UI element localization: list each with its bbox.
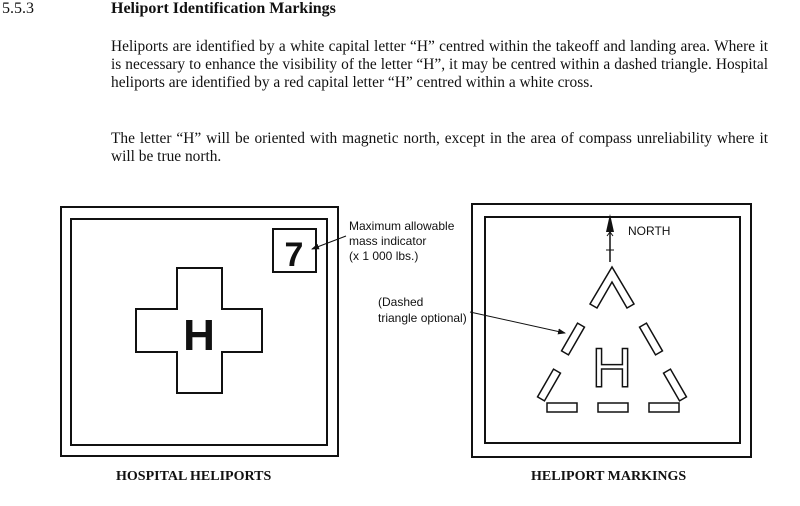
hospital-outer-frame	[60, 206, 339, 457]
dashed-triangle-label-line2: triangle optional)	[378, 311, 467, 325]
triangle-dash-base-left	[546, 402, 578, 413]
mass-indicator-box	[272, 228, 317, 273]
triangle-dash-left-upper	[560, 322, 586, 356]
triangle-dash-right-lower	[662, 368, 688, 402]
dashed-triangle-label-line1: (Dashed	[378, 295, 423, 309]
heliport-letter: H	[592, 336, 632, 399]
dashed-triangle	[536, 322, 688, 413]
triangle-apex-chevron	[588, 265, 636, 310]
mass-indicator-label-line3: (x 1 000 lbs.)	[349, 249, 418, 263]
heliport-outer-frame	[471, 203, 752, 458]
paragraph-orientation: The letter “H” will be oriented with mag…	[111, 130, 768, 165]
mass-indicator-label-line1: Maximum allowable	[349, 219, 455, 233]
heliport-inner-frame	[484, 216, 741, 444]
hospital-heliports-caption: HOSPITAL HELIPORTS	[116, 469, 272, 484]
section-title: Heliport Identification Markings	[111, 0, 336, 17]
triangle-dash-base-right	[648, 402, 680, 413]
hospital-cross-letter: H	[183, 311, 215, 360]
triangle-dash-base-center	[597, 402, 629, 413]
mass-indicator-value: 7	[285, 236, 304, 274]
triangle-dash-left-lower	[536, 368, 562, 402]
north-label: NORTH	[628, 224, 670, 238]
heliport-marking-panel: NORTH H (Dashed triangle optional)	[378, 203, 752, 458]
section-number: 5.5.3	[2, 0, 34, 17]
heliport-markings-caption: HELIPORT MARKINGS	[531, 469, 687, 484]
paragraph-heliport-identification: Heliports are identified by a white capi…	[111, 38, 768, 91]
hospital-inner-frame	[70, 218, 328, 446]
white-cross	[135, 267, 263, 394]
north-arrow-icon	[606, 214, 614, 262]
mass-indicator-leader	[311, 235, 347, 250]
hospital-heliport-panel: H 7 Maximum allowable mass indicator (x …	[60, 206, 455, 457]
mass-indicator-label-line2: mass indicator	[349, 234, 426, 248]
dashed-triangle-leader	[469, 311, 566, 335]
triangle-dash-right-upper	[638, 322, 664, 356]
